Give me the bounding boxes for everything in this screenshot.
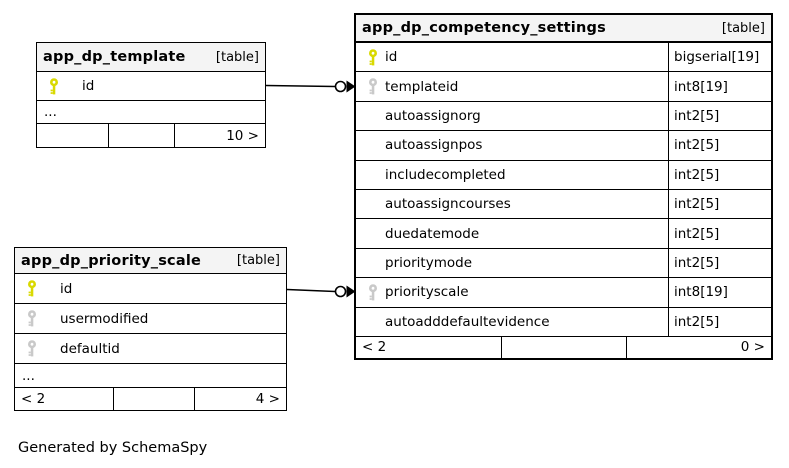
related-count-right[interactable]: 4 > <box>193 388 286 410</box>
related-count-right[interactable]: 0 > <box>625 336 771 358</box>
column-name: id <box>60 280 73 297</box>
column-row-id[interactable]: id <box>15 274 286 304</box>
table-header[interactable]: app_dp_template [table] <box>37 43 265 72</box>
key-gutter <box>15 310 60 327</box>
column-name: defaultid <box>60 340 120 357</box>
table-title[interactable]: app_dp_priority_scale <box>21 252 202 269</box>
column-type: int2[5] <box>668 131 771 160</box>
column-row-autoassignorg[interactable]: autoassignorg int2[5] <box>356 101 771 132</box>
column-type: int2[5] <box>668 101 771 131</box>
key-gutter <box>356 284 385 301</box>
table-header[interactable]: app_dp_priority_scale [table] <box>15 248 286 274</box>
table-app_dp_priority_scale[interactable]: app_dp_priority_scale [table] id usermodifi… <box>14 247 287 411</box>
table-type-tag: [table] <box>721 20 765 36</box>
key-gutter <box>356 48 385 66</box>
column-type: bigserial[19] <box>668 43 771 72</box>
table-type-tag: [table] <box>236 253 280 268</box>
column-row-duedatemode[interactable]: duedatemode int2[5] <box>356 219 771 249</box>
column-name: duedatemode <box>385 225 480 242</box>
column-row-prioritymode[interactable]: prioritymode int2[5] <box>356 248 771 279</box>
table-footer: < 2 0 > <box>356 336 771 358</box>
hidden-columns-ellipsis-row[interactable]: ... <box>15 364 286 388</box>
related-count-left[interactable]: < 2 <box>362 339 387 356</box>
ellipsis-label: ... <box>22 367 35 384</box>
column-row-id[interactable]: id <box>37 72 265 101</box>
relationship-priority-scale-to-competency <box>286 285 356 298</box>
column-row-autoassignpos[interactable]: autoassignpos int2[5] <box>356 131 771 161</box>
column-type: int8[19] <box>668 72 771 101</box>
key-gutter <box>356 78 385 95</box>
table-title[interactable]: app_dp_template <box>43 49 186 65</box>
foreign-key-icon <box>368 78 378 95</box>
primary-key-icon <box>49 77 59 95</box>
table-footer: 10 > <box>37 124 265 147</box>
table-footer: < 2 4 > <box>15 388 286 410</box>
column-type: int2[5] <box>668 248 771 278</box>
table-app_dp_competency_settings[interactable]: app_dp_competency_settings [table] id bigse… <box>354 13 773 360</box>
footer-spacer <box>112 388 194 410</box>
foreign-key-icon <box>27 310 37 327</box>
column-type: int2[5] <box>668 307 771 336</box>
column-name: autoadddefaultevidence <box>385 313 550 330</box>
table-type-tag: [table] <box>215 49 259 65</box>
related-count-left[interactable]: < 2 <box>21 391 46 407</box>
key-gutter <box>15 280 60 297</box>
footer-spacer <box>501 336 626 358</box>
column-name: autoassignpos <box>385 137 483 154</box>
column-name: prioritymode <box>385 254 472 271</box>
related-count-right[interactable]: 10 > <box>173 124 265 147</box>
column-name: id <box>82 78 95 94</box>
column-row-priorityscale[interactable]: priorityscale int8[19] <box>356 278 771 308</box>
column-type: int2[5] <box>668 160 771 189</box>
key-gutter <box>15 340 60 357</box>
column-row-defaultid[interactable]: defaultid <box>15 334 286 364</box>
column-type: int2[5] <box>668 189 771 219</box>
column-name: priorityscale <box>385 284 469 301</box>
column-row-autoassigncourses[interactable]: autoassigncourses int2[5] <box>356 189 771 220</box>
column-row-id[interactable]: id bigserial[19] <box>356 43 771 73</box>
column-name: includecompleted <box>385 166 506 183</box>
column-name: autoassignorg <box>385 107 481 124</box>
footer-spacer <box>107 124 174 147</box>
column-type: int2[5] <box>668 219 771 248</box>
primary-key-icon <box>27 280 37 297</box>
column-row-templateid[interactable]: templateid int8[19] <box>356 72 771 102</box>
key-gutter <box>37 77 82 95</box>
table-header[interactable]: app_dp_competency_settings [table] <box>356 15 771 43</box>
column-name: id <box>385 49 398 66</box>
foreign-key-icon <box>368 284 378 301</box>
column-row-autoadddefaultevidence[interactable]: autoadddefaultevidence int2[5] <box>356 307 771 337</box>
column-name: autoassigncourses <box>385 196 511 213</box>
ellipsis-label: ... <box>44 104 57 120</box>
relationship-template-to-competency <box>265 80 356 93</box>
column-name: templateid <box>385 78 459 95</box>
hidden-columns-ellipsis-row[interactable]: ... <box>37 101 265 124</box>
table-title[interactable]: app_dp_competency_settings <box>362 20 606 36</box>
column-name: usermodified <box>60 310 149 327</box>
related-count-left <box>37 124 108 147</box>
foreign-key-icon <box>27 340 37 357</box>
column-row-includecompleted[interactable]: includecompleted int2[5] <box>356 160 771 190</box>
column-row-usermodified[interactable]: usermodified <box>15 304 286 334</box>
generated-by-label: Generated by SchemaSpy <box>18 440 208 456</box>
column-type: int8[19] <box>668 278 771 307</box>
primary-key-icon <box>368 48 378 66</box>
table-app_dp_template[interactable]: app_dp_template [table] id... 10 > <box>36 42 266 148</box>
